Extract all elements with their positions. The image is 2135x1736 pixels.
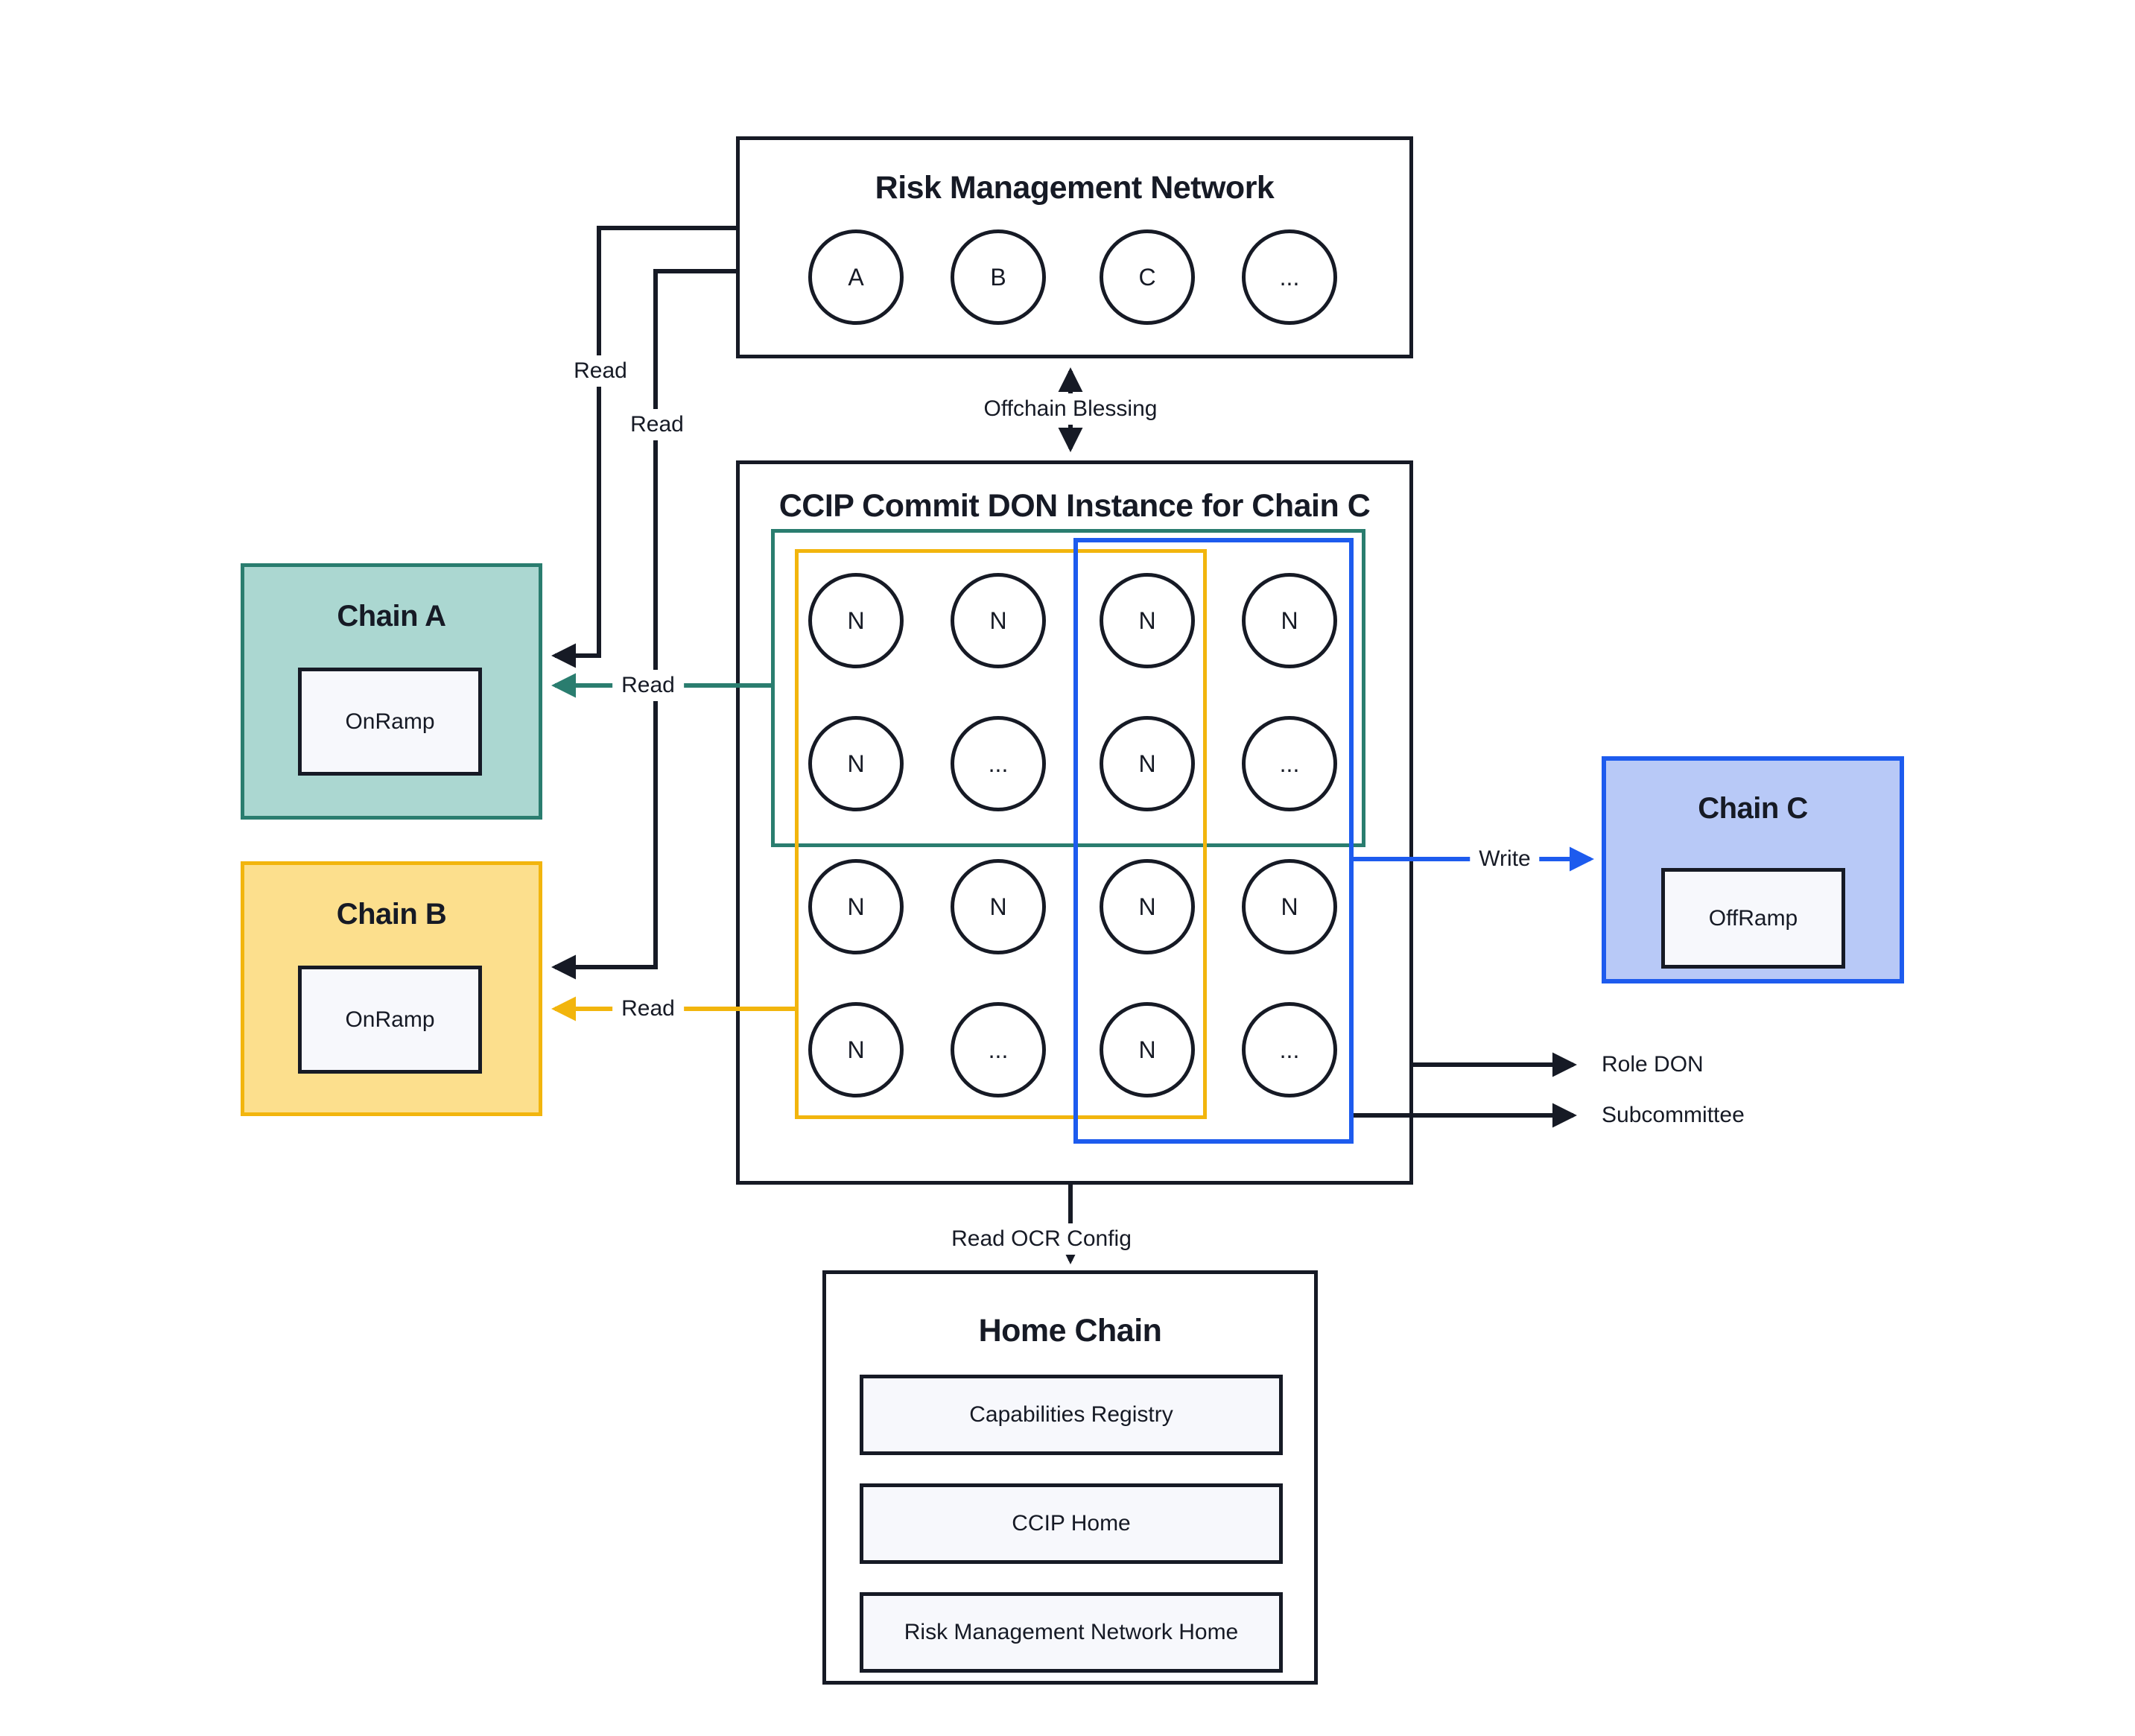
don-node-label: N <box>1138 606 1156 634</box>
rmn-node-c: C <box>1100 229 1195 325</box>
don-node-label: N <box>847 750 865 777</box>
rmn-node-a-label: A <box>848 263 864 291</box>
write-label: Write <box>1470 843 1540 875</box>
capabilities-registry-label: Capabilities Registry <box>969 1402 1173 1427</box>
don-node-label: ... <box>1279 750 1300 777</box>
don-node-r3c1: N <box>808 859 904 954</box>
read-rmn-to-b-label: Read <box>621 409 693 440</box>
arrow-rmn-read-to-chain-a <box>551 226 736 668</box>
don-node-label: N <box>1281 606 1298 634</box>
ccip-home-box: CCIP Home <box>860 1483 1283 1564</box>
don-node-label: ... <box>1279 1036 1300 1063</box>
chain-c-offramp-label: OffRamp <box>1708 905 1798 931</box>
don-node-r4c4: ... <box>1242 1002 1337 1097</box>
read-ocr-config-label: Read OCR Config <box>942 1223 1141 1255</box>
don-node-r4c2: ... <box>951 1002 1046 1097</box>
don-node-label: N <box>1138 750 1156 777</box>
don-node-r2c1: N <box>808 716 904 811</box>
don-node-label: ... <box>988 750 1009 777</box>
capabilities-registry-box: Capabilities Registry <box>860 1375 1283 1455</box>
ccip-commit-don-title: CCIP Commit DON Instance for Chain C <box>778 488 1371 524</box>
rmn-node-b-label: B <box>990 263 1006 291</box>
don-node-r4c1: N <box>808 1002 904 1097</box>
don-node-r2c2: ... <box>951 716 1046 811</box>
chain-b-onramp-label: OnRamp <box>345 1007 435 1032</box>
rmn-home-label: Risk Management Network Home <box>904 1620 1239 1644</box>
don-node-r1c3: N <box>1100 573 1195 668</box>
don-node-label: N <box>847 893 865 920</box>
don-node-r1c2: N <box>951 573 1046 668</box>
chain-c-offramp-box: OffRamp <box>1661 868 1845 969</box>
don-node-r3c4: N <box>1242 859 1337 954</box>
teal-subcommittee-rect <box>771 529 1365 847</box>
read-don-to-a-label: Read <box>612 670 684 701</box>
chain-b-title: Chain B <box>336 898 447 931</box>
chain-c-title: Chain C <box>1698 792 1808 825</box>
don-node-r4c3: N <box>1100 1002 1195 1097</box>
chain-a-title: Chain A <box>337 600 446 633</box>
don-node-r3c3: N <box>1100 859 1195 954</box>
offchain-blessing-label: Offchain Blessing <box>974 393 1167 425</box>
don-node-label: N <box>847 1036 865 1063</box>
rmn-node-a: A <box>808 229 904 325</box>
chain-a-onramp-label: OnRamp <box>345 709 435 734</box>
don-node-label: N <box>847 606 865 634</box>
home-chain-title: Home Chain <box>978 1313 1162 1349</box>
read-rmn-to-a-label: Read <box>565 355 636 387</box>
subcommittee-label: Subcommittee <box>1602 1103 1745 1127</box>
don-node-r1c4: N <box>1242 573 1337 668</box>
rmn-node-ellipsis-label: ... <box>1279 263 1300 291</box>
don-node-label: N <box>1138 893 1156 920</box>
don-node-r3c2: N <box>951 859 1046 954</box>
risk-management-network-title: Risk Management Network <box>875 170 1275 206</box>
don-node-label: N <box>989 606 1007 634</box>
don-node-label: N <box>1138 1036 1156 1063</box>
yellow-subcommittee-rect <box>795 549 1207 1119</box>
don-node-r2c3: N <box>1100 716 1195 811</box>
chain-a-onramp-box: OnRamp <box>298 668 482 776</box>
chain-b-onramp-box: OnRamp <box>298 966 482 1074</box>
role-don-label: Role DON <box>1602 1052 1704 1077</box>
rmn-home-box: Risk Management Network Home <box>860 1592 1283 1673</box>
don-node-r1c1: N <box>808 573 904 668</box>
don-node-r2c4: ... <box>1242 716 1337 811</box>
read-don-to-b-label: Read <box>612 993 684 1024</box>
don-node-label: ... <box>988 1036 1009 1063</box>
don-node-label: N <box>989 893 1007 920</box>
rmn-node-c-label: C <box>1138 263 1156 291</box>
rmn-node-ellipsis: ... <box>1242 229 1337 325</box>
ccip-home-label: CCIP Home <box>1012 1511 1131 1536</box>
don-node-label: N <box>1281 893 1298 920</box>
blue-subcommittee-rect <box>1073 538 1354 1144</box>
rmn-node-b: B <box>951 229 1046 325</box>
